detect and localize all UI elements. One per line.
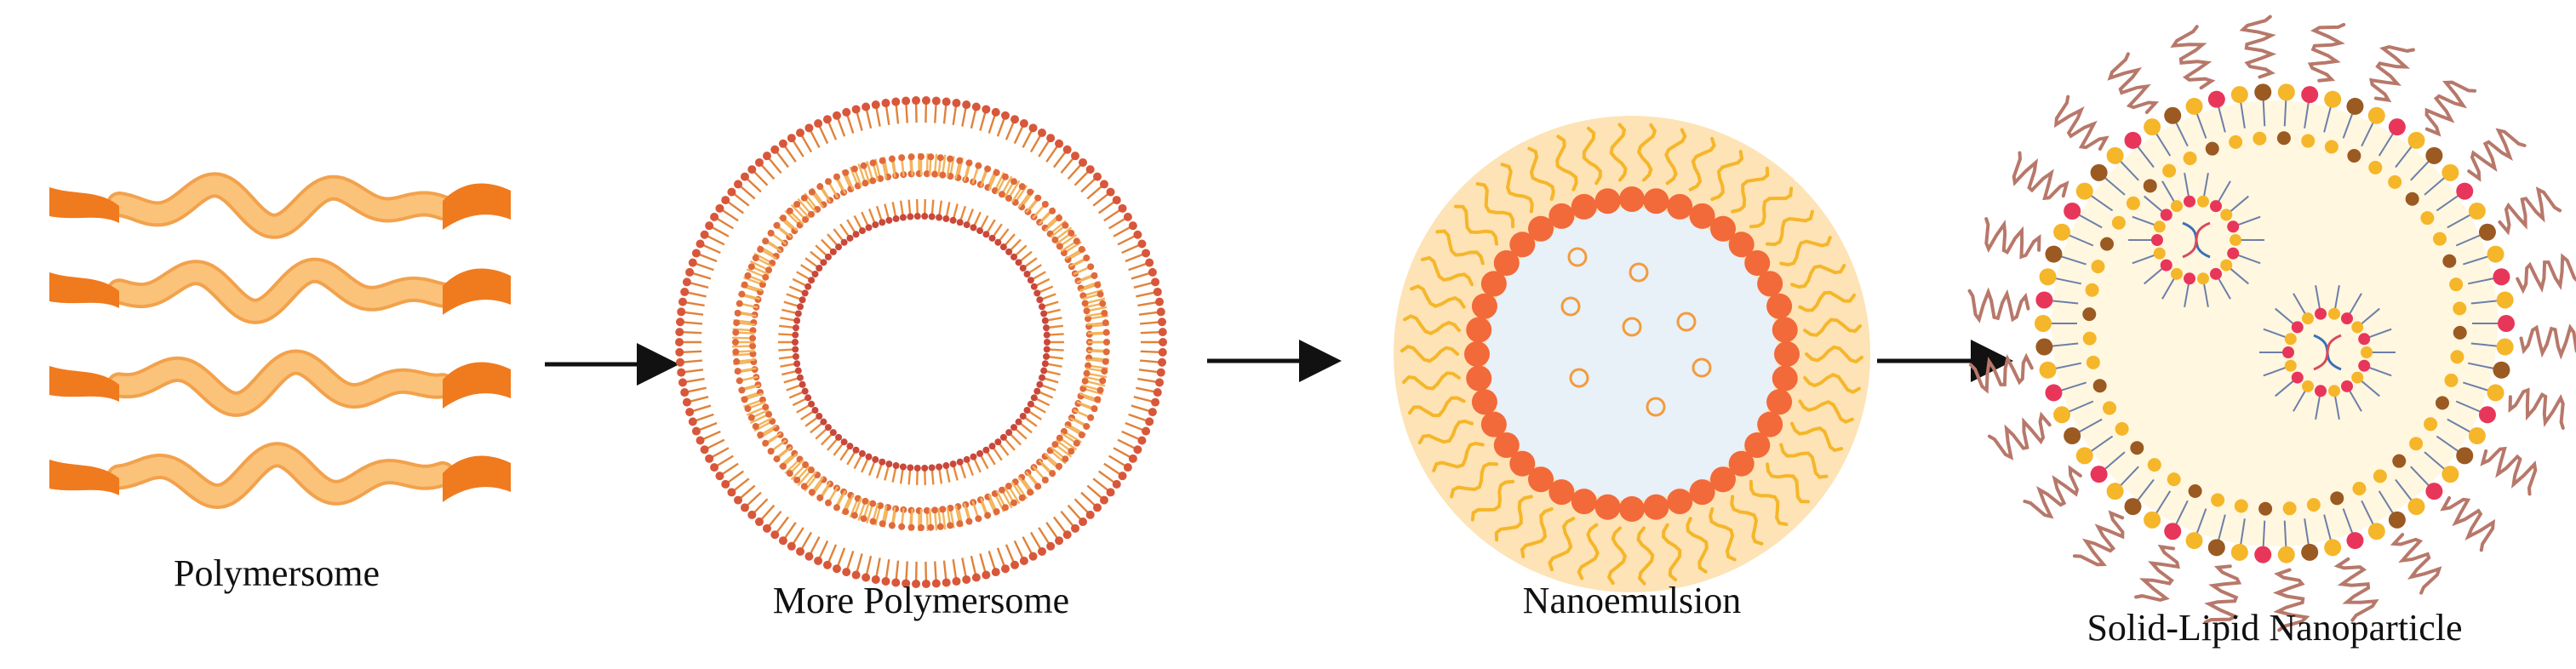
droplet-icon	[1567, 247, 1588, 267]
label-nanoemulsion: Nanoemulsion	[1522, 580, 1742, 621]
polymer-chain-icon	[49, 349, 511, 417]
polymer-chain-icon	[49, 442, 511, 509]
polymer-chain-icon	[49, 172, 511, 239]
droplet-icon	[1676, 312, 1697, 332]
polymer-chain-icon	[49, 257, 511, 324]
droplet-icon	[1560, 296, 1581, 317]
polymersome-chains	[49, 172, 511, 509]
polymersome-vesicle	[675, 96, 1167, 588]
dna-icon	[2182, 221, 2211, 259]
dna-icon	[2313, 334, 2342, 371]
droplet-icon	[1646, 397, 1666, 417]
droplet-icon	[1622, 317, 1642, 337]
solid-lipid-nanoparticle	[1967, 14, 2576, 632]
label-solid-lipid-nanoparticle: Solid-Lipid Nanoparticle	[2087, 607, 2463, 649]
reverse-micelle	[2128, 173, 2264, 307]
nanoemulsion-droplet	[1394, 116, 1870, 592]
droplet-icon	[1629, 262, 1649, 283]
droplet-icon	[1692, 357, 1712, 378]
reverse-micelle	[2259, 285, 2396, 420]
label-polymersome: Polymersome	[174, 552, 380, 594]
label-more-polymersome: More Polymersome	[772, 580, 1070, 621]
droplet-icon	[1569, 368, 1589, 388]
